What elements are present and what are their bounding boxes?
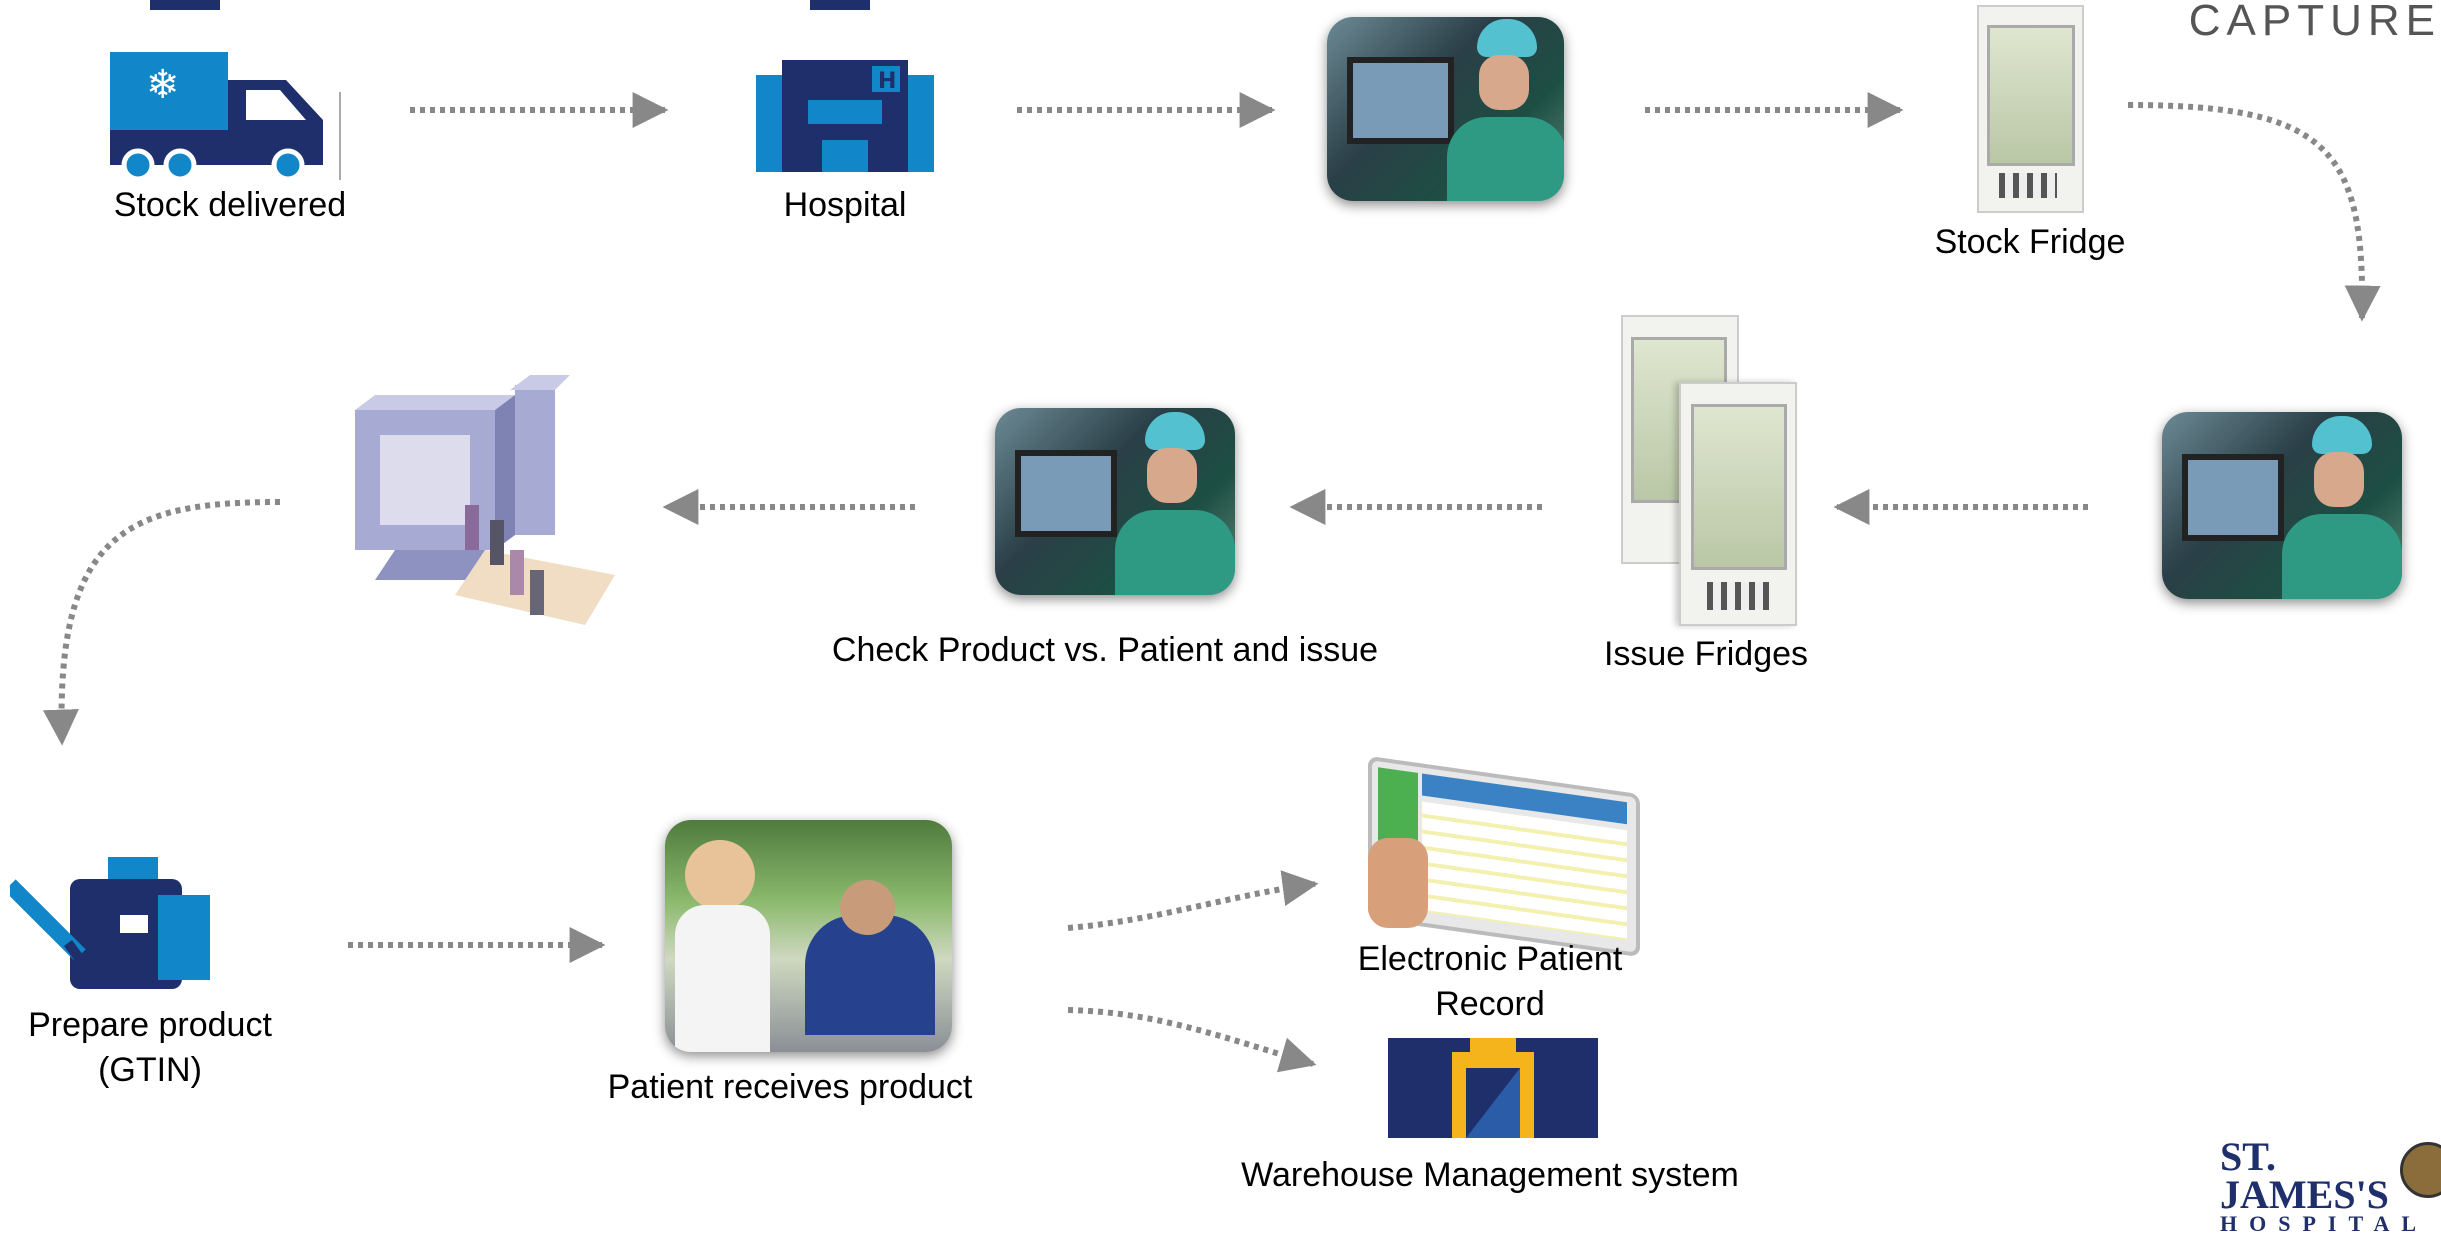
label-check-product: Check Product vs. Patient and issue — [831, 631, 1379, 669]
hospital-icon: H — [756, 60, 934, 172]
computer-system-icon — [355, 375, 615, 625]
clinician-at-computer-photo — [1327, 17, 1564, 201]
hand-graphic — [1368, 838, 1428, 928]
title-fragment — [810, 0, 870, 10]
label-stock-fridge: Stock Fridge — [1934, 223, 2126, 261]
label-electronic-record: Electronic Patient Record — [1357, 940, 1623, 1023]
label-patient-receives: Patient receives product — [607, 1068, 973, 1106]
patient-receiving-product-photo — [665, 820, 952, 1052]
stock-fridge-image — [1977, 5, 2084, 213]
svg-text:❄: ❄ — [146, 62, 180, 108]
logo-subtext: HOSPITAL — [2220, 1211, 2429, 1236]
truck-icon: ❄ — [110, 52, 341, 182]
arrow-fridge-down — [2127, 102, 2381, 322]
label-prepare-product: Prepare product (GTIN) — [28, 1006, 272, 1089]
arrow-computer-down — [42, 499, 281, 746]
label-warehouse: Warehouse Management system — [1241, 1156, 1739, 1194]
arrow-patient-to-warehouse — [1067, 1007, 1317, 1073]
arrow-patient-to-record — [1067, 870, 1319, 931]
label-issue-fridges: Issue Fridges — [1603, 635, 1809, 673]
clinician-at-computer-photo — [995, 408, 1235, 595]
svg-text:H: H — [878, 69, 896, 94]
flow-arrows — [42, 92, 2381, 1073]
title-fragment — [150, 0, 220, 10]
medication-icon — [10, 857, 210, 989]
crest-icon — [2400, 1142, 2441, 1198]
label-hospital: Hospital — [783, 186, 907, 224]
label-stock-delivered: Stock delivered — [113, 186, 347, 224]
brand-text: CAPTURE — [2188, 0, 2441, 45]
issue-fridge-image — [1679, 382, 1797, 626]
logo-name: ST. JAMES'S — [2220, 1134, 2389, 1217]
warehouse-icon — [1388, 1038, 1598, 1138]
clinician-at-computer-photo — [2162, 412, 2402, 599]
